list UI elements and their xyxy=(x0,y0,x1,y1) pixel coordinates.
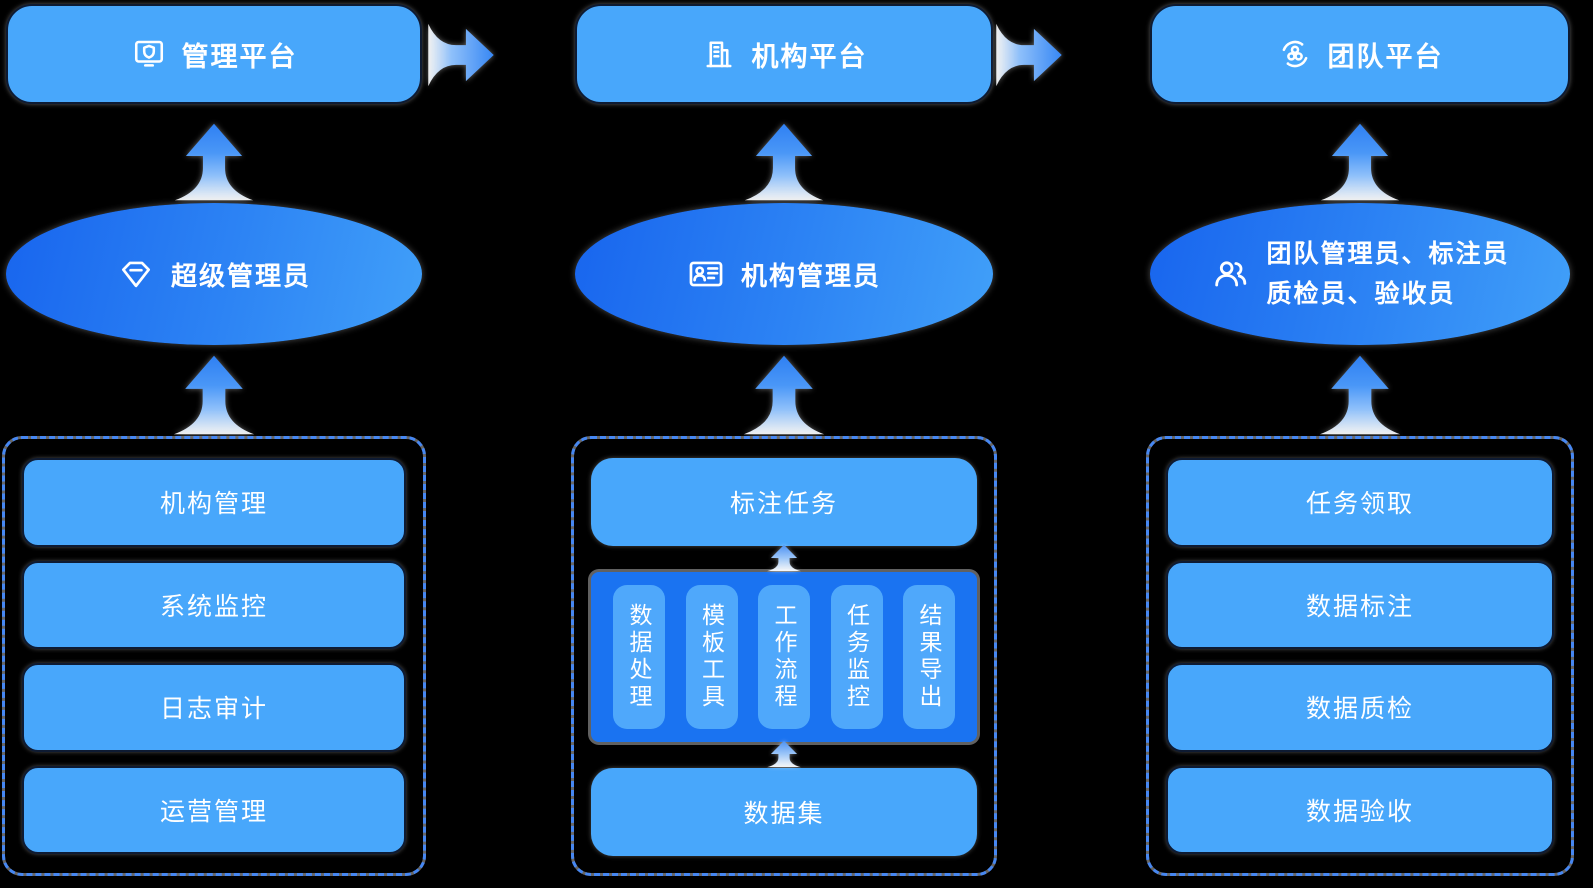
role-label-line2: 质检员、验收员 xyxy=(1266,280,1456,308)
tools-container: 数据处理 模板工具 工作流程 任务监控 结果导出 xyxy=(591,572,977,742)
platform-label: 管理平台 xyxy=(181,41,298,72)
orbit-team-icon xyxy=(1282,40,1307,68)
module-box: 运营管理 xyxy=(22,765,406,854)
monitor-shield-icon xyxy=(134,40,163,67)
module-box-dataset: 数据集 xyxy=(591,768,977,856)
column-admin-platform: 管理平台 超级管理员 机构管理 系统监控 日志审计 运营管理 xyxy=(2,0,426,888)
right-arrow-icon xyxy=(991,19,1067,96)
panel-admin-modules: 机构管理 系统监控 日志审计 运营管理 xyxy=(2,436,426,876)
up-arrow-icon xyxy=(1310,354,1410,441)
module-box: 日志审计 xyxy=(22,663,406,752)
module-box: 机构管理 xyxy=(22,458,406,547)
id-card-icon xyxy=(689,261,723,287)
right-arrow-icon xyxy=(423,19,499,96)
platform-box-org: 机构平台 xyxy=(575,4,993,104)
role-label: 机构管理员 xyxy=(740,260,881,291)
tool-pill: 任务监控 xyxy=(830,585,883,729)
up-arrow-icon xyxy=(591,740,977,768)
module-box: 数据标注 xyxy=(1166,560,1554,649)
up-arrow-icon xyxy=(591,544,977,572)
column-team-platform: 团队平台 团队管理员、标注员 质检员、验收员 任务领取 数据标注 数据质检 xyxy=(1146,0,1574,888)
module-box-annotation-task: 标注任务 xyxy=(591,458,977,546)
tool-pill: 工作流程 xyxy=(758,585,810,729)
role-ellipse-super-admin: 超级管理员 xyxy=(6,203,422,345)
role-label: 超级管理员 xyxy=(170,260,311,291)
platform-box-team: 团队平台 xyxy=(1150,4,1570,104)
up-arrow-icon xyxy=(164,354,264,441)
building-icon xyxy=(705,41,732,68)
module-box: 系统监控 xyxy=(22,560,406,649)
up-arrow-icon xyxy=(1310,122,1410,207)
role-ellipse-team-members: 团队管理员、标注员 质检员、验收员 xyxy=(1150,203,1570,345)
tool-pill: 数据处理 xyxy=(613,585,665,729)
role-label-line1: 团队管理员、标注员 xyxy=(1266,240,1510,268)
up-arrow-icon xyxy=(734,354,834,441)
module-box: 任务领取 xyxy=(1166,458,1554,547)
role-label-multiline: 团队管理员、标注员 质检员、验收员 xyxy=(1266,234,1509,314)
panel-team-modules: 任务领取 数据标注 数据质检 数据验收 xyxy=(1146,436,1574,876)
panel-org-modules: 标注任务 数据处理 模板工具 工作流程 任务监控 结果导出 数据集 xyxy=(571,436,997,876)
platform-box-admin: 管理平台 xyxy=(6,4,422,104)
tool-pill: 模板工具 xyxy=(685,585,738,729)
role-ellipse-org-admin: 机构管理员 xyxy=(575,203,993,345)
tool-pill: 结果导出 xyxy=(903,585,955,729)
module-box: 数据验收 xyxy=(1166,765,1554,854)
diamond-icon xyxy=(121,261,150,288)
platform-label: 团队平台 xyxy=(1327,41,1444,72)
up-arrow-icon xyxy=(164,122,264,207)
platform-label: 机构平台 xyxy=(751,41,868,72)
people-icon xyxy=(1215,261,1247,287)
up-arrow-icon xyxy=(734,122,834,207)
column-org-platform: 机构平台 机构管理员 标注任务 数据处理 xyxy=(571,0,997,888)
module-box: 数据质检 xyxy=(1166,663,1554,752)
